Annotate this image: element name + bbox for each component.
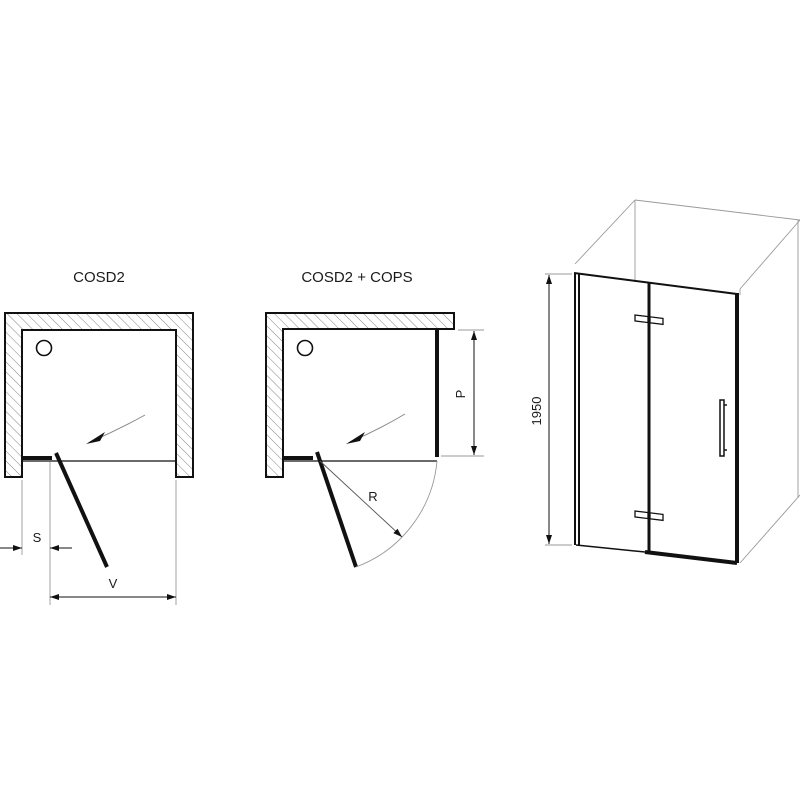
diagram-title-cosd2-cops: COSD2 + COPS	[301, 269, 412, 286]
diagram-perspective: 1950	[529, 199, 800, 565]
wall-u-shape	[4, 312, 194, 478]
door-leaf	[315, 451, 358, 568]
wall-l-shape	[265, 312, 455, 478]
diagram-cosd2-cops: COSD2 + COPS R P	[265, 269, 484, 568]
hinge-bottom	[634, 510, 664, 522]
diagram-title-cosd2: COSD2	[73, 269, 125, 286]
drain-icon	[296, 339, 314, 357]
bottom-threshold	[644, 550, 738, 565]
swing-arrowhead	[86, 432, 105, 444]
dimension-label-s: S	[33, 530, 42, 545]
dimension-label-r: R	[368, 489, 377, 504]
dimension-r-line	[319, 460, 403, 538]
swing-arrowhead	[346, 432, 365, 444]
top-frame	[573, 272, 738, 295]
door-leaf	[54, 452, 109, 568]
room-outline	[574, 199, 800, 564]
bottom-fixed	[575, 544, 646, 553]
drain-icon	[35, 339, 53, 357]
dimension-label-p: P	[453, 390, 468, 399]
door-handle	[719, 399, 725, 457]
swing-arc	[355, 460, 438, 568]
dimension-label-height: 1950	[529, 397, 544, 426]
diagram-cosd2: COSD2 S V	[0, 269, 194, 605]
dimension-label-v: V	[109, 576, 118, 591]
hinge-top	[634, 314, 664, 326]
